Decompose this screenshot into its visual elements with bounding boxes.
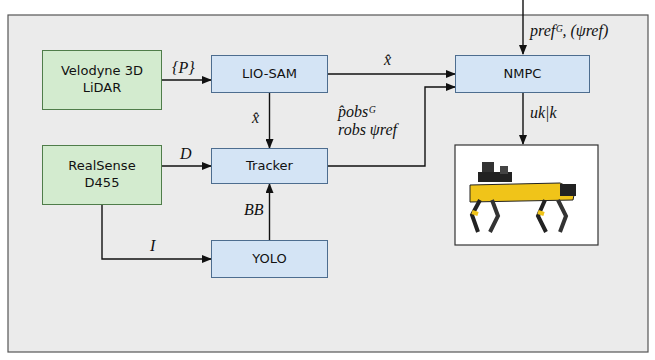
sensor-box: Velodyne 3D LiDAR [42, 50, 162, 110]
input-arrow [522, 0, 523, 54]
system-panel [8, 15, 648, 352]
signal-label: D [180, 145, 192, 163]
sensor-box: RealSense D455 [42, 145, 162, 205]
signal-label: prefᴳ, (ψref) [530, 22, 608, 40]
node-text: NMPC [504, 66, 542, 83]
signal-arrow [162, 165, 211, 166]
signal-label: x̂ [252, 109, 259, 127]
signal-label: I [150, 237, 155, 255]
command-arrow [522, 93, 523, 144]
node-text: LIO-SAM [242, 66, 297, 83]
node-text: YOLO [252, 251, 286, 268]
process-box: YOLO [211, 240, 328, 278]
signal-arrow [269, 93, 270, 148]
signal-arrow [328, 87, 455, 166]
signal-arrow [162, 79, 211, 80]
node-text: Tracker [246, 158, 293, 175]
signal-arrow [102, 205, 211, 259]
node-text: RealSense D455 [49, 158, 155, 192]
process-box: Tracker [211, 148, 328, 184]
signal-label: p̂obsᴳ robs ψref [338, 103, 400, 139]
robot-illustration [455, 145, 598, 245]
process-box: LIO-SAM [211, 55, 328, 93]
signal-label: {P} [172, 59, 195, 77]
signal-label: BB [244, 201, 264, 219]
signal-label: uk|k [530, 104, 557, 122]
signal-arrow [269, 184, 270, 240]
signal-arrow [328, 73, 455, 74]
node-text: Velodyne 3D LiDAR [49, 63, 155, 97]
signal-label: x̂ [384, 51, 391, 69]
process-box: NMPC [455, 55, 590, 93]
